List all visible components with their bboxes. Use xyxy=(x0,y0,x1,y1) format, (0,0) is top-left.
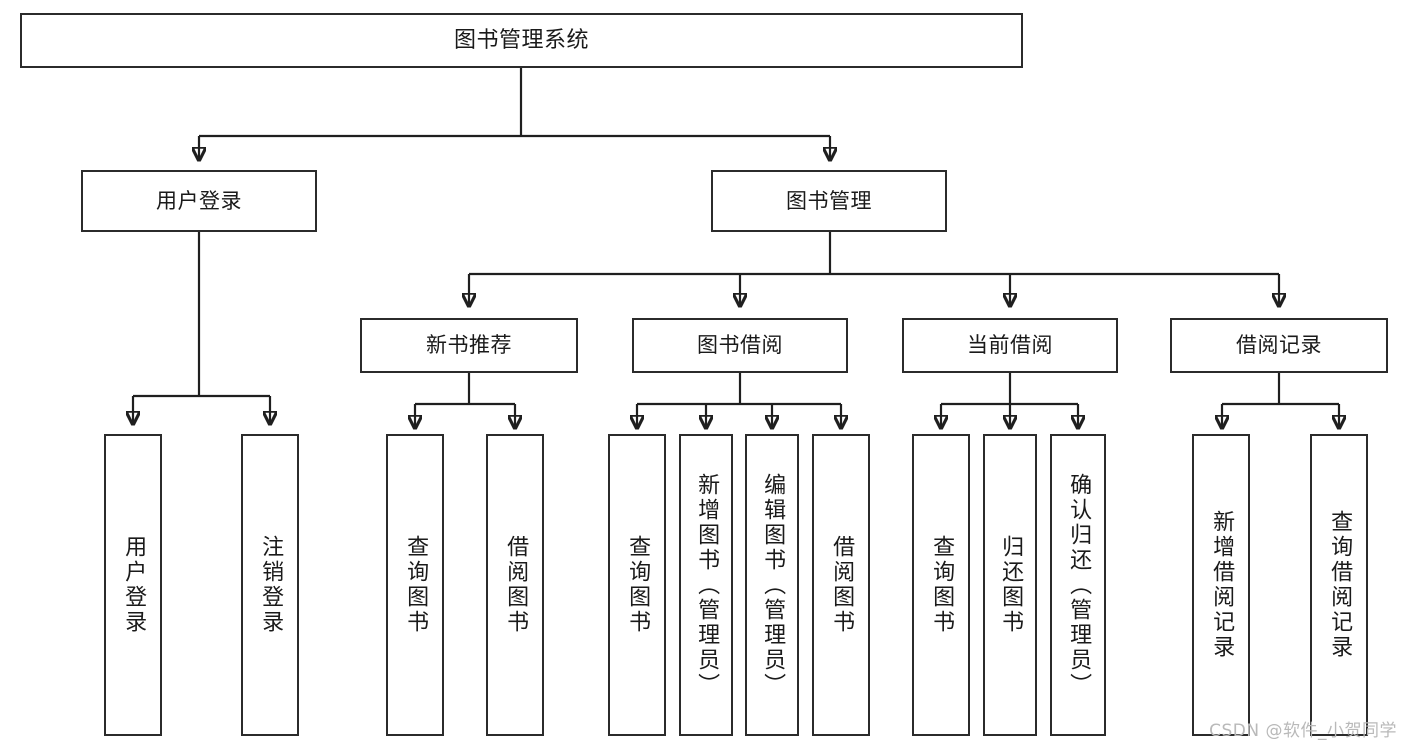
leaf-user-login[interactable]: 用户登录 xyxy=(104,434,162,736)
node-label: 注销登录 xyxy=(258,535,284,635)
leaf-confirm-return-admin[interactable]: 确认归还（管理员） xyxy=(1050,434,1106,736)
node-label: 借阅图书 xyxy=(503,535,529,635)
node-label: 查询图书 xyxy=(403,535,429,635)
node-current-borrow[interactable]: 当前借阅 xyxy=(902,318,1118,373)
node-book-management[interactable]: 图书管理 xyxy=(711,170,947,232)
csdn-watermark: CSDN @软件_小贺同学 xyxy=(1209,721,1397,741)
node-label: 查询图书 xyxy=(625,535,651,635)
node-label: 图书管理系统 xyxy=(453,27,589,53)
leaf-return-book[interactable]: 归还图书 xyxy=(983,434,1037,736)
node-root-system[interactable]: 图书管理系统 xyxy=(20,13,1023,68)
leaf-query-book-recommend[interactable]: 查询图书 xyxy=(386,434,444,736)
leaf-query-book-borrow[interactable]: 查询图书 xyxy=(608,434,666,736)
node-label: 图书借阅 xyxy=(697,333,783,358)
node-label: 查询图书 xyxy=(929,535,955,635)
leaf-query-borrow-record[interactable]: 查询借阅记录 xyxy=(1310,434,1368,736)
leaf-query-book-current[interactable]: 查询图书 xyxy=(912,434,970,736)
node-label: 图书管理 xyxy=(786,188,872,213)
node-label: 编辑图书（管理员） xyxy=(760,472,786,698)
node-book-borrow[interactable]: 图书借阅 xyxy=(632,318,848,373)
node-label: 借阅图书 xyxy=(829,535,855,635)
node-label: 查询借阅记录 xyxy=(1327,510,1353,660)
node-new-book-recommend[interactable]: 新书推荐 xyxy=(360,318,578,373)
node-label: 新增借阅记录 xyxy=(1209,510,1235,660)
node-label: 用户登录 xyxy=(121,535,147,635)
leaf-borrow-book[interactable]: 借阅图书 xyxy=(812,434,870,736)
node-label: 归还图书 xyxy=(998,535,1024,635)
leaf-borrow-book-recommend[interactable]: 借阅图书 xyxy=(486,434,544,736)
node-user-login[interactable]: 用户登录 xyxy=(81,170,317,232)
leaf-add-borrow-record[interactable]: 新增借阅记录 xyxy=(1192,434,1250,736)
node-label: 确认归还（管理员） xyxy=(1066,472,1092,698)
leaf-user-logout[interactable]: 注销登录 xyxy=(241,434,299,736)
node-label: 用户登录 xyxy=(156,188,242,213)
leaf-add-book-admin[interactable]: 新增图书（管理员） xyxy=(679,434,733,736)
node-label: 借阅记录 xyxy=(1236,333,1322,358)
node-label: 当前借阅 xyxy=(967,333,1053,358)
leaf-edit-book-admin[interactable]: 编辑图书（管理员） xyxy=(745,434,799,736)
node-label: 新增图书（管理员） xyxy=(694,472,720,698)
node-label: 新书推荐 xyxy=(426,333,512,358)
node-borrow-records[interactable]: 借阅记录 xyxy=(1170,318,1388,373)
